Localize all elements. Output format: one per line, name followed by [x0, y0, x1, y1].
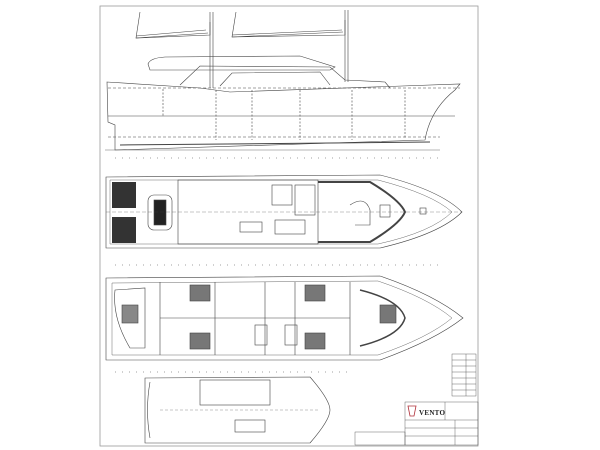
company-logo: VENTO [419, 409, 446, 417]
logo-icon [407, 405, 417, 417]
upper-deck-plan [144, 376, 331, 444]
title-block [354, 401, 479, 446]
specification-table [451, 353, 477, 397]
side-profile-view [105, 10, 461, 151]
lower-deck-plan [105, 275, 464, 361]
frame-ruler [115, 157, 440, 373]
main-deck-plan [105, 174, 463, 249]
sheet-border [99, 5, 479, 447]
